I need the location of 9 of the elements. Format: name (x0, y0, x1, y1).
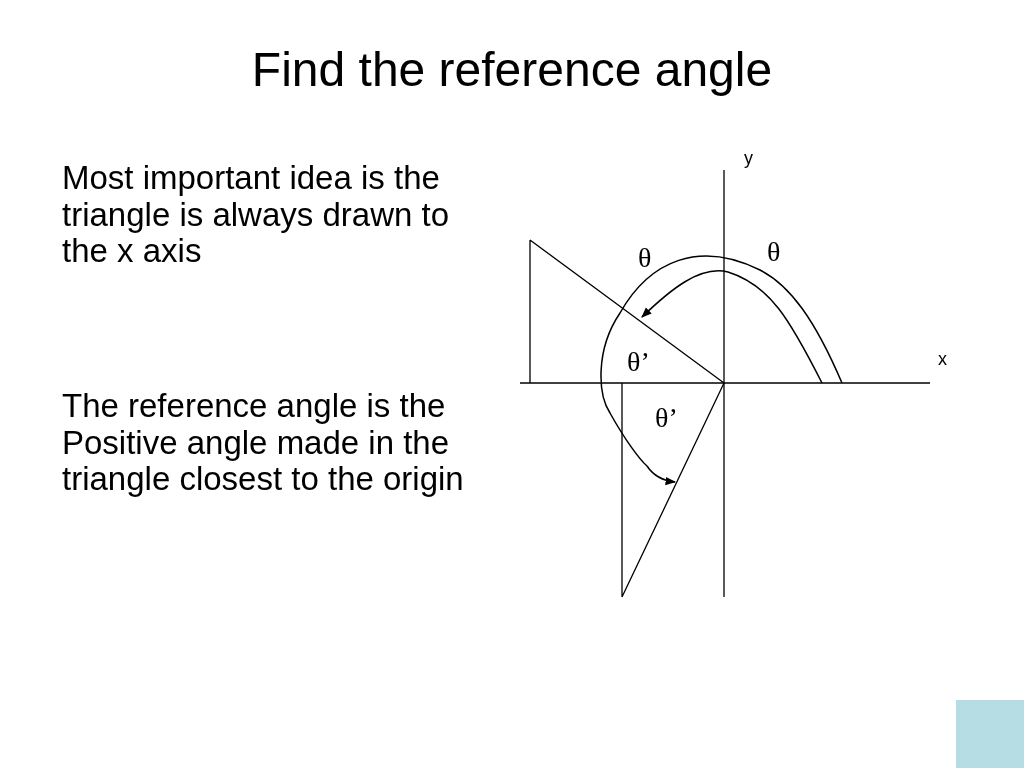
angle-label: θ’ (655, 402, 678, 434)
slide-title: Find the reference angle (250, 42, 774, 97)
bullet-text: The reference angle is the Positive angle made in the triangle closest to the origin (62, 388, 465, 498)
axis-label: y (744, 148, 753, 169)
axis-label: x (938, 349, 947, 370)
angle-label: θ’ (627, 346, 650, 378)
angle-label: θ (767, 236, 781, 268)
bullet-text: Most important idea is the triangle is always drawn to the x axis (62, 160, 450, 270)
angle-label: θ (638, 242, 652, 274)
